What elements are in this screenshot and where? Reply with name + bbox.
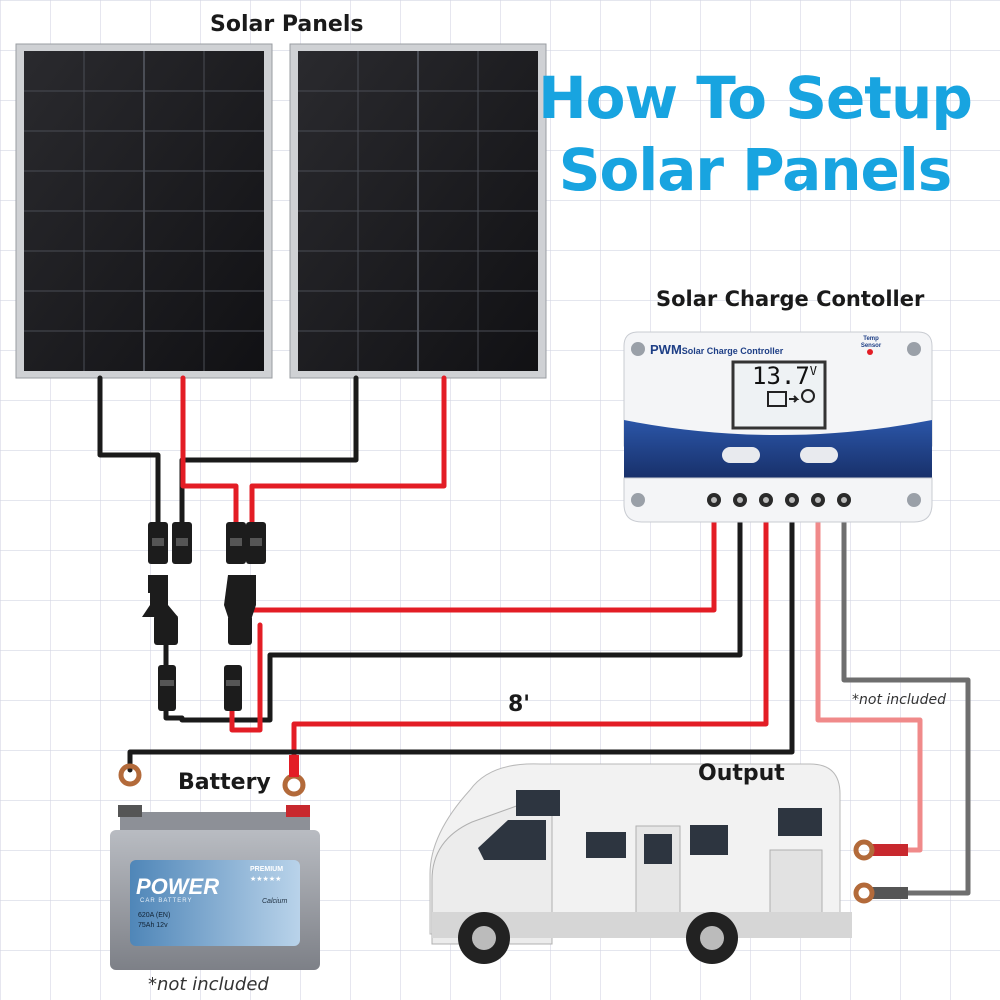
output-not-included-note: *not included — [852, 692, 946, 708]
charge-controller — [623, 331, 933, 523]
controller-brand: PWMSolar Charge Controller — [650, 342, 783, 357]
mc4-connectors — [142, 522, 266, 711]
arrow-icon — [789, 395, 800, 403]
solar-panel-right — [289, 43, 547, 379]
title-line-2: Solar Panels — [558, 136, 953, 204]
battery-ring-terminals — [118, 755, 306, 797]
wire-panel1-negative — [97, 375, 161, 528]
battery — [110, 805, 320, 970]
temp-sensor-led — [867, 349, 873, 355]
rv-motorhome — [429, 763, 852, 964]
wire-panel-neg-to-controller — [163, 519, 743, 723]
wire-length-label: 8' — [508, 692, 531, 717]
controller-label: Solar Charge Contoller — [656, 287, 925, 311]
wire-panel2-positive — [249, 375, 447, 528]
battery-premium: PREMIUM — [250, 866, 284, 873]
wire-battery-negative — [127, 519, 795, 773]
controller-lcd — [731, 360, 827, 430]
battery-subbrand: CAR BATTERY — [140, 898, 193, 904]
output-label: Output — [698, 761, 785, 786]
solar-panel-left — [15, 43, 273, 379]
battery-spec-2: 75Ah 12v — [138, 922, 168, 929]
solar-panels-label: Solar Panels — [210, 12, 364, 37]
battery-stars: ★★★★★ — [250, 875, 282, 883]
wire-panel1-positive — [180, 375, 239, 528]
page-title: How To Setup Solar Panels — [520, 62, 990, 206]
battery-brand: POWER — [136, 874, 220, 899]
output-ring-terminals — [853, 839, 908, 904]
wire-panel2-negative — [179, 375, 359, 528]
wire-output-negative — [841, 519, 971, 896]
voltage-unit: V — [809, 364, 818, 378]
controller-subtitle: Solar Charge Controller — [681, 346, 784, 356]
battery-spec-1: 620A (EN) — [138, 912, 171, 919]
battery-calcium: Calcium — [262, 898, 288, 905]
voltage-value: 13.7 — [752, 362, 810, 390]
battery-label: Battery — [178, 770, 271, 795]
battery-not-included-note: *not included — [148, 974, 269, 995]
bulb-icon — [801, 389, 815, 403]
title-line-1: How To Setup — [538, 64, 973, 132]
battery-label-plate — [130, 860, 300, 946]
rv-windshield — [478, 820, 546, 860]
temp-sensor-label: Temp Sensor — [860, 336, 882, 349]
controller-brand-pwm: PWM — [650, 342, 682, 357]
wire-battery-positive — [291, 519, 769, 773]
wiring — [97, 375, 971, 896]
controller-voltage-readout: 13.7V — [752, 362, 817, 390]
battery-icon — [767, 391, 787, 407]
